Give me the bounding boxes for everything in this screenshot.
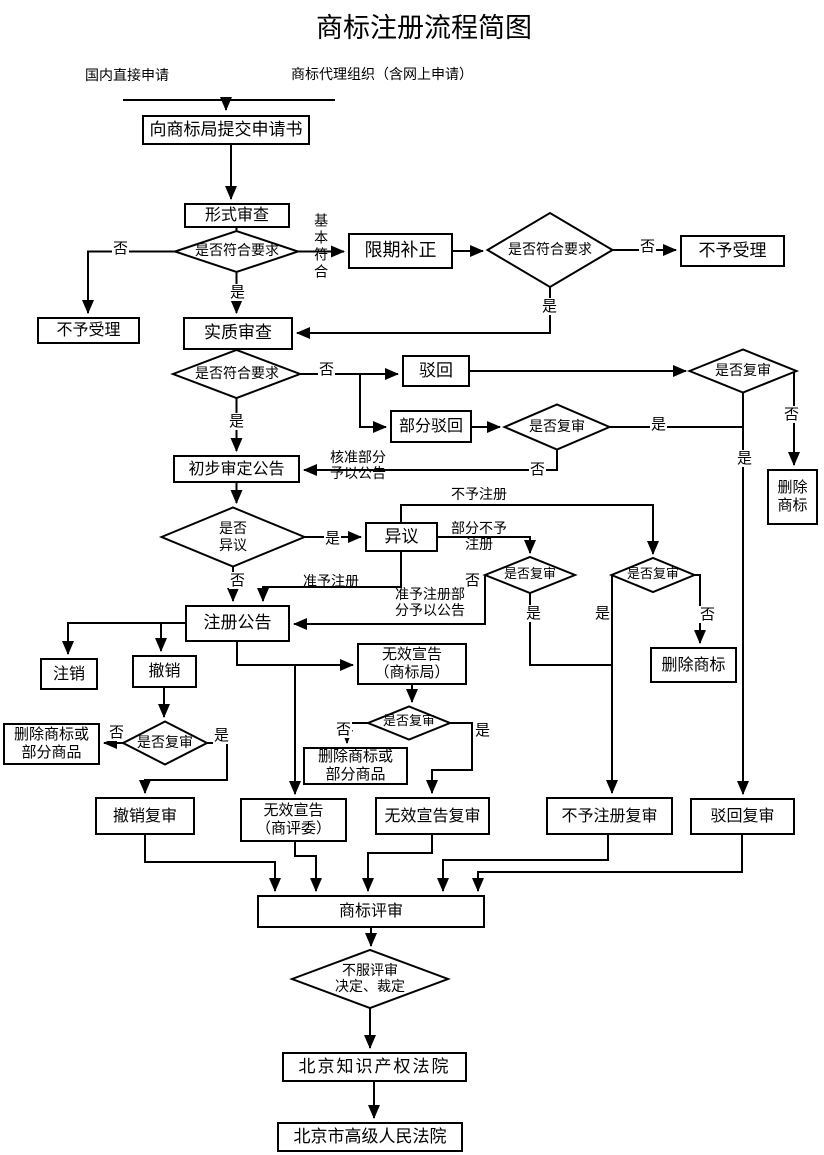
node-opposition: 异议 xyxy=(365,522,438,552)
node-revocation: 撤销 xyxy=(132,655,197,688)
decision-correction-check: 是否符合要求 xyxy=(508,242,592,259)
connector-substantive-partial xyxy=(359,374,387,433)
diamond-nonreg-review-check xyxy=(608,556,698,594)
edge-yes-correction: 是 xyxy=(541,297,559,316)
node-partial-rejection: 部分驳回 xyxy=(390,410,472,443)
node-trademark-review: 商标评审 xyxy=(257,895,485,928)
decision-substantive-check: 是否符合要求 xyxy=(195,366,279,383)
decision-invalidation-review-check: 是否复审 xyxy=(383,714,436,730)
edge-approve-partial: 核准部分 予以公告 xyxy=(330,450,386,483)
connector-nonregreview-tmreview xyxy=(437,835,609,892)
connector-partialcheck-no xyxy=(303,449,558,476)
connector-invreview-tmreview xyxy=(362,835,433,892)
edge-yes-nonreg-review: 是 xyxy=(594,604,612,623)
connector-opposition-approve xyxy=(257,552,402,602)
node-revocation-review: 撤销复审 xyxy=(95,797,195,835)
decision-rejection-review-check: 是否复审 xyxy=(715,363,771,380)
node-substantive-exam: 实质审查 xyxy=(183,317,293,350)
connector-rejreview-tmreview xyxy=(472,835,743,892)
connector-reg-invalidation-tmo xyxy=(236,642,354,671)
diamond-partial-rejection-review-check xyxy=(501,403,613,451)
edge-yes-rejection-review: 是 xyxy=(736,449,754,468)
edge-no-correction: 否 xyxy=(639,237,657,256)
edge-no-nonreg-review: 否 xyxy=(699,605,717,624)
node-formal-exam: 形式审查 xyxy=(184,203,290,228)
connector-partialnonreg-no xyxy=(293,575,486,630)
decision-formal-check: 是否符合要求 xyxy=(195,243,279,260)
node-invalidation-review: 无效宣告复审 xyxy=(375,797,490,835)
node-nonregistration-review: 不予注册复审 xyxy=(546,797,673,835)
node-high-court: 北京市高级人民法院 xyxy=(277,1122,463,1152)
node-delete-partial-1: 删除商标或 部分商品 xyxy=(3,723,100,765)
edge-no-formal: 否 xyxy=(112,239,130,258)
edge-no-invalidation-review: 否 xyxy=(335,720,353,739)
diamond-court-appeal-check xyxy=(289,948,451,1010)
edge-yes-invalidation-review: 是 xyxy=(474,721,492,740)
node-cancellation: 注销 xyxy=(40,658,98,690)
diamond-correction-check xyxy=(485,211,615,289)
connector-revreview-tmreview xyxy=(144,835,281,892)
page-title: 商标注册流程简图 xyxy=(316,13,532,44)
node-invalidation-treb: 无效宣告 （商评委） xyxy=(240,798,347,842)
node-submit-application: 向商标局提交申请书 xyxy=(142,115,310,145)
connector-correction-yes xyxy=(296,287,551,339)
node-not-accepted-left: 不予受理 xyxy=(37,317,140,344)
node-correction: 限期补正 xyxy=(348,233,453,269)
diamond-revocation-review-check xyxy=(120,720,210,766)
node-rejection: 驳回 xyxy=(402,355,470,387)
edge-yes-partial-nonreg-review: 是 xyxy=(525,604,543,623)
node-delete-trademark-1: 删除 商标 xyxy=(767,469,818,525)
edge-nonregistration: 不予注册 xyxy=(451,487,507,503)
node-not-accepted-right: 不予受理 xyxy=(680,235,785,267)
node-rejection-review: 驳回复审 xyxy=(690,798,795,835)
decision-nonreg-review-check: 是否复审 xyxy=(627,567,680,583)
diamond-invalidation-review-check xyxy=(365,705,453,741)
connector-treb-tmreview xyxy=(294,842,322,892)
edge-partial-nonregistration: 部分不予 注册 xyxy=(451,521,507,554)
edge-yes-partial-review: 是 xyxy=(650,415,668,434)
node-preliminary-announcement: 初步审定公告 xyxy=(173,455,300,483)
label-agency-application: 商标代理组织（含网上申请） xyxy=(291,67,473,83)
edge-no-revocation-review: 否 xyxy=(108,723,126,742)
edge-yes-revocation-review: 是 xyxy=(213,726,231,745)
connector-reg-cancellation xyxy=(62,622,185,655)
edge-yes-substantive: 是 xyxy=(228,412,246,431)
diamond-partial-nonreg-review-check xyxy=(482,555,578,595)
edge-basically-conform: 基本符合 xyxy=(312,213,329,281)
node-invalidation-tmo: 无效宣告 （商标局） xyxy=(357,643,467,685)
edge-no-substantive: 否 xyxy=(318,360,336,379)
diamond-rejection-review-check xyxy=(686,348,800,394)
edge-approve-registration: 准予注册 xyxy=(303,574,359,590)
diamond-substantive-check xyxy=(170,348,303,400)
diamond-opposition-check xyxy=(158,506,308,568)
edge-approve-reg-partial: 准予注册部 分予以公告 xyxy=(395,587,465,620)
connector-opposition-partial-nonreg xyxy=(438,536,536,554)
decision-revocation-review-check: 是否复审 xyxy=(137,734,193,751)
diamond-formal-check xyxy=(171,229,302,274)
decision-partial-nonreg-review-check: 是否复审 xyxy=(504,567,557,583)
edge-no-rejection-review: 否 xyxy=(783,405,801,424)
edge-no-partial-review: 否 xyxy=(529,460,547,479)
edge-yes-formal: 是 xyxy=(229,283,247,302)
node-registration-announcement: 注册公告 xyxy=(185,605,290,642)
node-ip-court: 北京知识产权法院 xyxy=(282,1052,467,1082)
connector-opposition-nonreg xyxy=(400,504,659,555)
node-delete-partial-2: 删除商标或 部分商品 xyxy=(303,747,408,785)
edge-no-opposition: 否 xyxy=(229,571,247,590)
edge-no-partial-nonreg-review: 否 xyxy=(464,571,482,590)
label-domestic-application: 国内直接申请 xyxy=(85,68,169,84)
connector-invcheck-yes xyxy=(426,722,473,794)
decision-opposition-check: 是否 异议 xyxy=(219,521,247,554)
edge-yes-opposition: 是 xyxy=(324,529,342,548)
node-delete-trademark-2: 删除商标 xyxy=(650,647,737,683)
decision-partial-rejection-review-check: 是否复审 xyxy=(529,419,585,436)
connector-formal-no xyxy=(82,250,175,314)
decision-court-appeal-check: 不服评审 决定、裁定 xyxy=(335,962,405,995)
